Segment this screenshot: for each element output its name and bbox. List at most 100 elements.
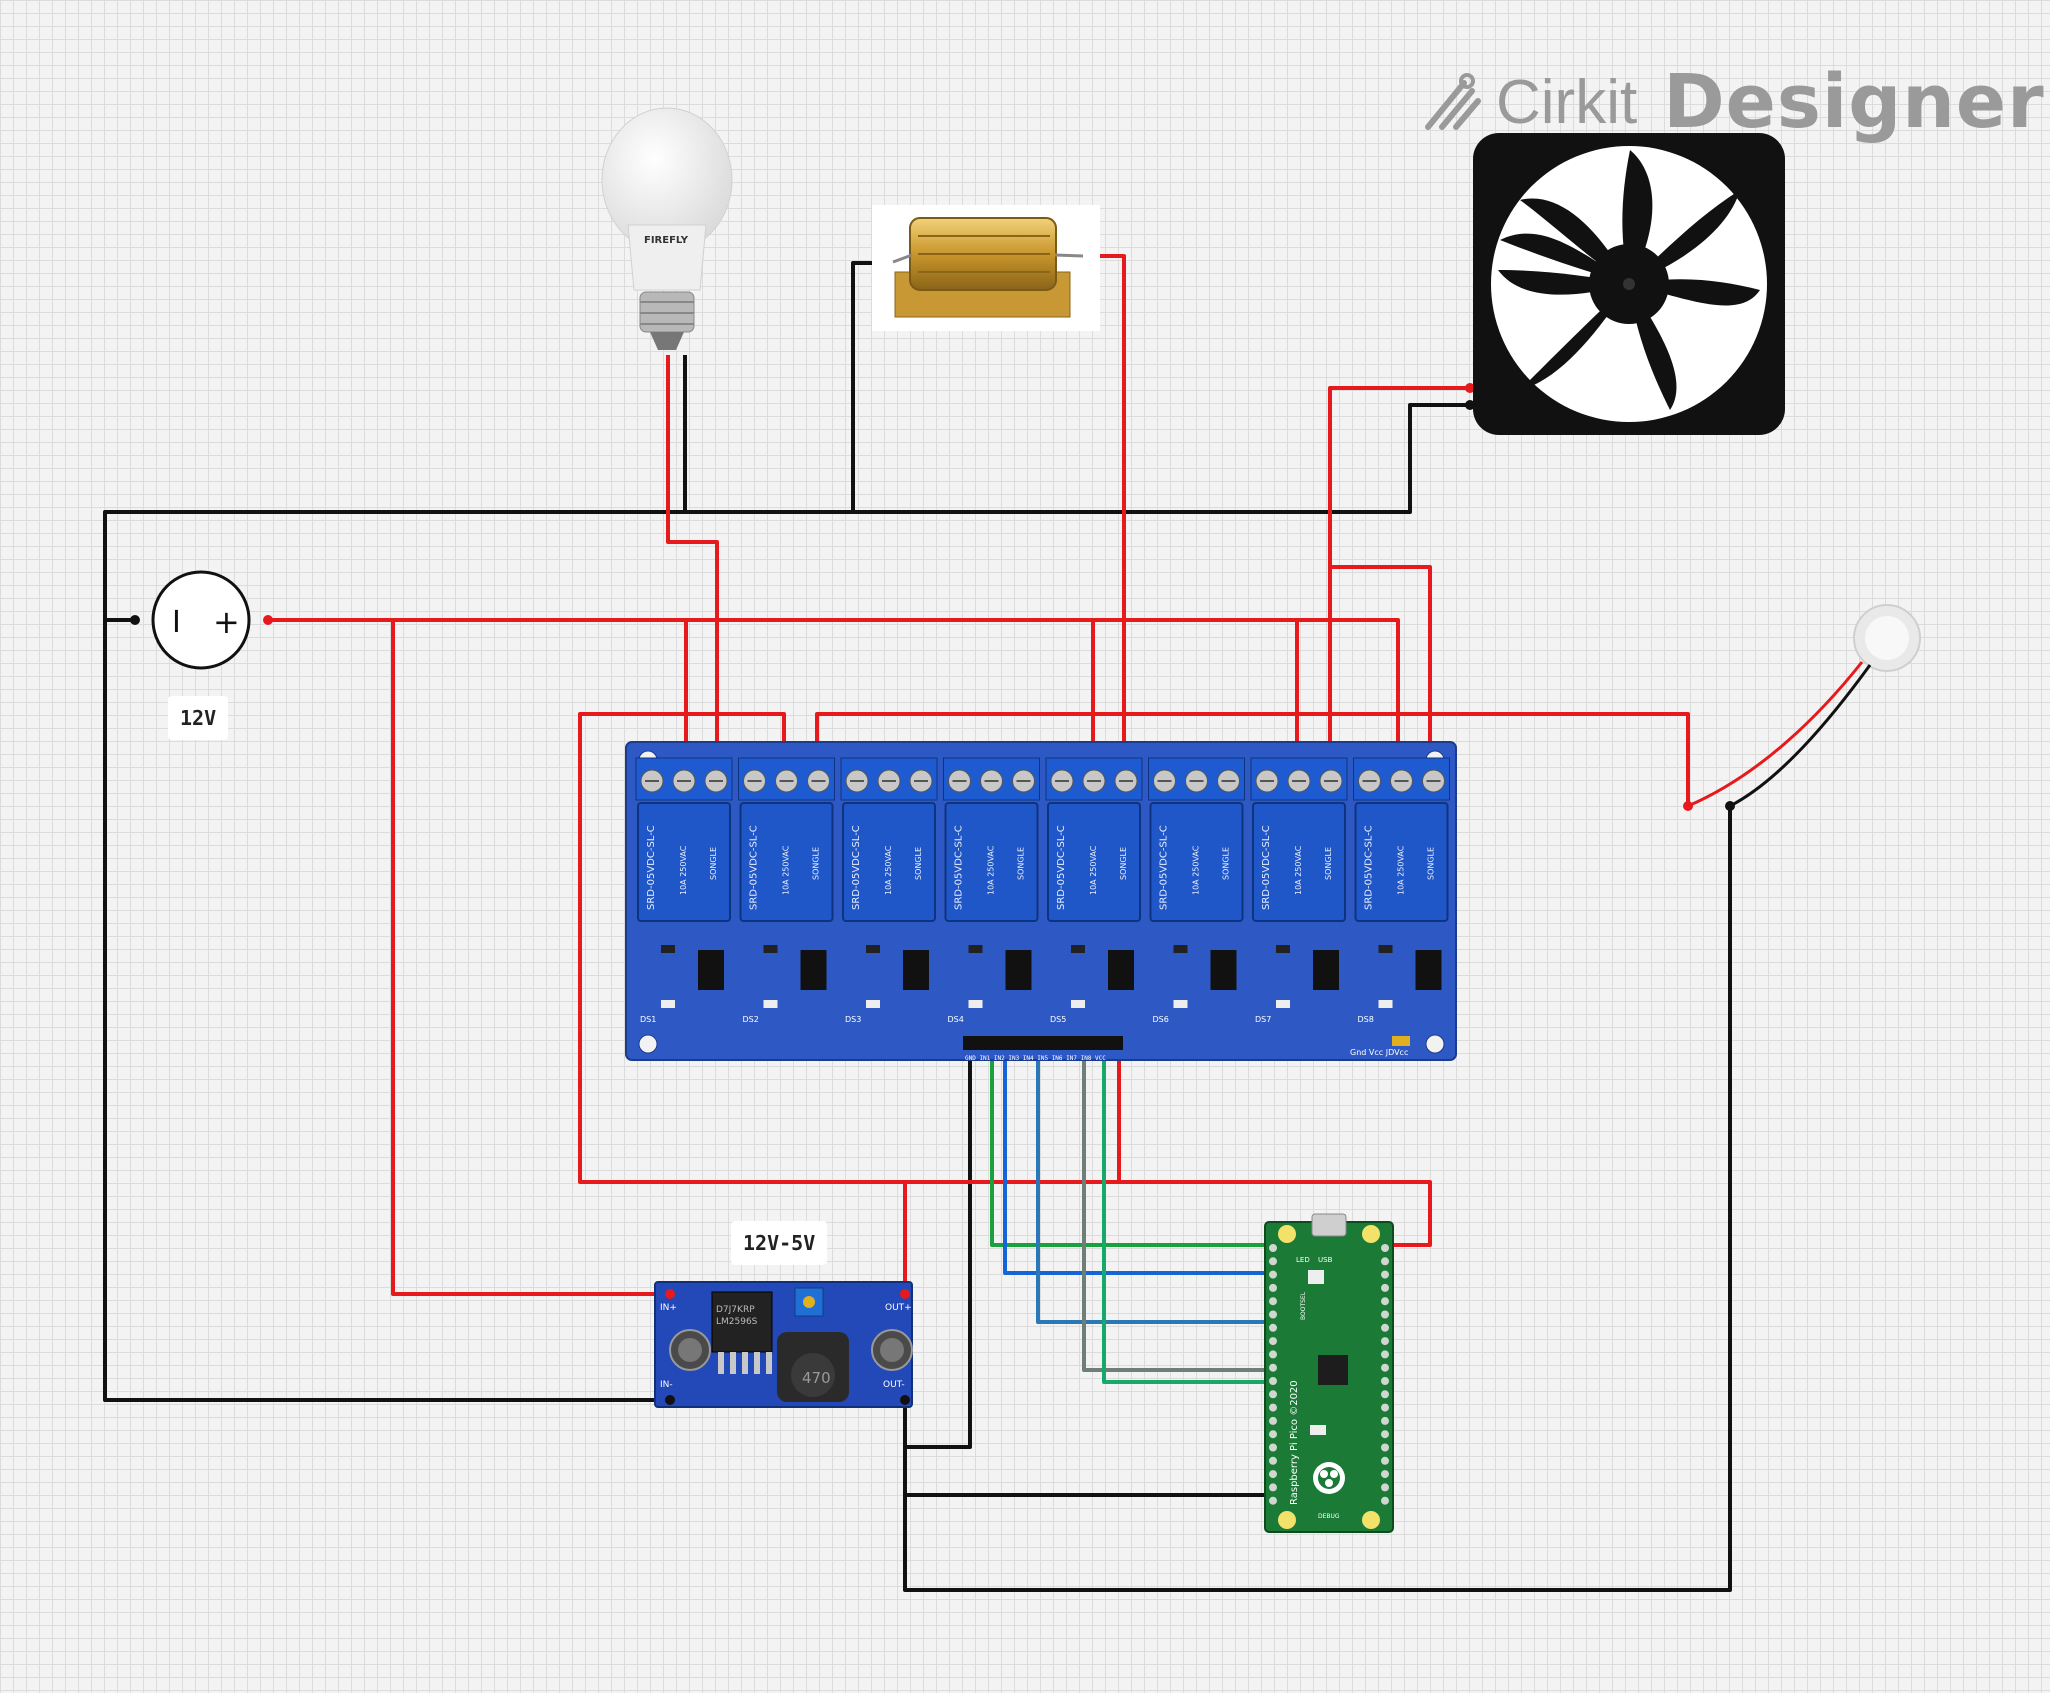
- optocoupler: [1415, 950, 1442, 990]
- pico-gpio-pin[interactable]: [1381, 1283, 1389, 1292]
- pico-gpio-pin[interactable]: [1269, 1270, 1277, 1279]
- pico-bootsel-label: BOOTSEL: [1300, 1291, 1307, 1320]
- buck-converter[interactable]: D7J7KRP LM2596S 470 IN+ IN- OUT+ OUT-: [654, 1281, 913, 1408]
- pico-gpio-pin[interactable]: [1381, 1337, 1389, 1346]
- pico-gpio-pin[interactable]: [1269, 1363, 1277, 1372]
- relay-body: [1149, 802, 1244, 922]
- pico-gpio-pin[interactable]: [1269, 1283, 1277, 1292]
- power-bulb-to-relay[interactable]: [666, 355, 719, 755]
- pico-gpio-pin[interactable]: [1269, 1310, 1277, 1319]
- pico-gpio-pin[interactable]: [1381, 1443, 1389, 1452]
- power-resistor[interactable]: [872, 205, 1100, 331]
- status-led-label: DS2: [743, 1015, 759, 1024]
- optocoupler: [903, 950, 929, 990]
- relay-pin-header[interactable]: [963, 1036, 1123, 1050]
- optocoupler: [1313, 950, 1339, 990]
- status-led-label: DS4: [948, 1015, 964, 1024]
- relay-brand-text: SONGLE: [1324, 847, 1333, 880]
- pico-gpio-pin[interactable]: [1269, 1297, 1277, 1306]
- relay-brand-text: SONGLE: [1017, 847, 1026, 880]
- ground-bus-top[interactable]: [103, 403, 1470, 620]
- status-led-label: DS7: [1255, 1015, 1271, 1024]
- pico-gpio-pin[interactable]: [1269, 1323, 1277, 1332]
- gpio-wire-3[interactable]: [1036, 1052, 1273, 1324]
- light-bulb[interactable]: FIREFLY: [601, 107, 733, 350]
- diode: [1276, 945, 1290, 953]
- relay-pin-header-label: GND IN1 IN2 IN3 IN4 IN5 IN6 IN7 IN8 VCC: [965, 1055, 1106, 1062]
- bulb-brand-label: FIREFLY: [644, 235, 689, 246]
- ground-buck-out-to-relay[interactable]: [903, 1052, 972, 1449]
- relay-body: [637, 802, 731, 922]
- pico-gpio-pin[interactable]: [1269, 1403, 1277, 1412]
- power-12v-bus[interactable]: [268, 618, 1400, 755]
- pico-gpio-pin[interactable]: [1381, 1297, 1389, 1306]
- ground-wires: [103, 261, 1732, 1592]
- power-loop-relay2[interactable]: [578, 712, 905, 1184]
- pico-gpio-pin[interactable]: [1381, 1496, 1389, 1505]
- pico-gpio-pin[interactable]: [1381, 1430, 1389, 1439]
- pico-gpio-pin[interactable]: [1269, 1244, 1277, 1252]
- gpio-wire-4[interactable]: [1082, 1052, 1273, 1372]
- gpio-wire-1[interactable]: [990, 1052, 1273, 1247]
- pico-gpio-pin[interactable]: [1269, 1337, 1277, 1346]
- gpio-wire-2[interactable]: [1003, 1052, 1273, 1275]
- pico-usb-label: USB: [1318, 1256, 1333, 1264]
- ground-battery-to-buck[interactable]: [103, 620, 670, 1402]
- cooling-fan[interactable]: [1473, 133, 1785, 435]
- pico-gpio-pin[interactable]: [1269, 1350, 1277, 1359]
- pico-gpio-pin[interactable]: [1381, 1416, 1389, 1425]
- pico-gpio-pin[interactable]: [1269, 1430, 1277, 1439]
- relay-brand-text: SONGLE: [709, 847, 718, 880]
- ground-buck-to-pico[interactable]: [903, 1447, 1273, 1497]
- gpio-wire-5[interactable]: [1102, 1052, 1273, 1384]
- pico-gpio-pin[interactable]: [1269, 1416, 1277, 1425]
- optocoupler: [800, 950, 827, 990]
- relay-jumper[interactable]: [1392, 1036, 1410, 1046]
- power-wires: [268, 254, 1690, 1296]
- pico-gpio-pin[interactable]: [1269, 1470, 1277, 1479]
- raspberry-logo-icon: [1313, 1462, 1345, 1494]
- pico-gpio-pin[interactable]: [1269, 1257, 1277, 1266]
- power-relay3-to-buzzer[interactable]: [815, 712, 1690, 806]
- piezo-buzzer[interactable]: [1687, 604, 1921, 808]
- relay-brand-text: SONGLE: [914, 847, 923, 880]
- pico-gpio-pin[interactable]: [1269, 1377, 1277, 1385]
- pico-gpio-pin[interactable]: [1269, 1390, 1277, 1399]
- brand-name-cirkit: Cirkit: [1496, 67, 1638, 137]
- pico-gpio-pin[interactable]: [1269, 1496, 1277, 1505]
- status-led: [763, 1000, 778, 1008]
- cirkit-logo-icon: [1425, 73, 1481, 130]
- ground-buck-to-buzzer[interactable]: [903, 806, 1732, 1592]
- pico-gpio-pin[interactable]: [1381, 1244, 1389, 1252]
- raspberry-pi-pico[interactable]: Raspberry Pi Pico ©2020 USB LED BOOTSEL …: [1264, 1213, 1394, 1533]
- pico-gpio-pin[interactable]: [1381, 1390, 1389, 1399]
- pico-gpio-pin[interactable]: [1381, 1483, 1389, 1492]
- pico-gpio-pin[interactable]: [1381, 1470, 1389, 1479]
- pico-gpio-pin[interactable]: [1269, 1443, 1277, 1452]
- relay-brand-text: SONGLE: [812, 847, 821, 880]
- pico-name-label: Raspberry Pi Pico ©2020: [1289, 1380, 1300, 1505]
- battery-12v[interactable]: I +: [151, 570, 251, 670]
- buck-chip-code: D7J7KRP: [716, 1305, 755, 1315]
- power-buck-out-5v[interactable]: [903, 1180, 1432, 1294]
- pico-gpio-pin[interactable]: [1381, 1403, 1389, 1412]
- pico-gpio-pin[interactable]: [1381, 1377, 1389, 1385]
- pico-gpio-pin[interactable]: [1381, 1257, 1389, 1266]
- power-12v-to-buck[interactable]: [391, 620, 670, 1296]
- pico-gpio-pin[interactable]: [1269, 1483, 1277, 1492]
- buck-in-minus-label: IN-: [660, 1380, 673, 1390]
- relay-brand-text: SONGLE: [1427, 847, 1436, 880]
- pico-gpio-pin[interactable]: [1381, 1270, 1389, 1279]
- pico-gpio-pin[interactable]: [1269, 1456, 1277, 1465]
- pico-gpio-pin[interactable]: [1381, 1456, 1389, 1465]
- pico-gpio-pin[interactable]: [1381, 1363, 1389, 1372]
- diode: [1071, 945, 1085, 953]
- battery-minus-symbol: I: [172, 605, 181, 640]
- pico-gpio-pin[interactable]: [1381, 1310, 1389, 1319]
- pico-gpio-pin[interactable]: [1381, 1323, 1389, 1332]
- pico-gpio-pin[interactable]: [1381, 1350, 1389, 1359]
